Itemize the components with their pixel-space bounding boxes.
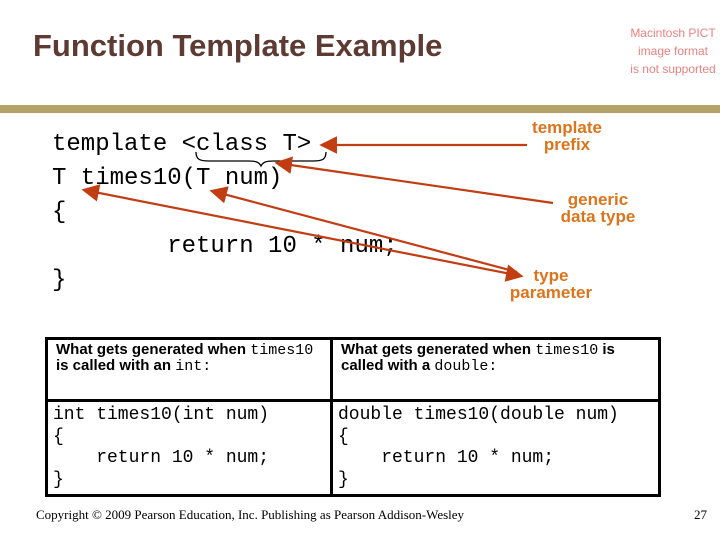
table-column-divider xyxy=(330,340,333,494)
pict-unsupported-notice: Macintosh PICT image format is not suppo… xyxy=(630,26,716,76)
code-cell-int: int times10(int num) { return 10 * num; … xyxy=(53,405,270,490)
table-header-int: What gets generated when times10 is call… xyxy=(48,340,330,374)
label-template-prefix: template prefix xyxy=(532,118,602,154)
header-int-code-2: int: xyxy=(175,358,212,375)
code-block: template <class T> T times10(T num) { re… xyxy=(52,131,398,294)
header-int-text-1: What gets generated when xyxy=(56,341,251,358)
header-int-text-2: is called with an xyxy=(56,357,176,374)
copyright-footer: Copyright © 2009 Pearson Education, Inc.… xyxy=(36,507,465,522)
slide-title: Function Template Example xyxy=(33,28,443,63)
header-double-code-1: times10 xyxy=(535,342,599,359)
generated-code-table: What gets generated when times10 is call… xyxy=(45,337,661,497)
header-int-code-1: times10 xyxy=(250,342,314,359)
header-double-text-1: What gets generated when xyxy=(341,341,536,358)
label-type-parameter: type parameter xyxy=(509,266,593,302)
table-header-double: What gets generated when times10 is call… xyxy=(333,340,658,374)
code-cell-double: double times10(double num) { return 10 *… xyxy=(338,405,619,490)
table-row-divider xyxy=(48,399,658,402)
page-number: 27 xyxy=(694,507,707,522)
label-generic-data-type: generic data type xyxy=(560,190,636,226)
header-double-text-2: is called with a xyxy=(341,341,615,374)
divider-bar xyxy=(0,105,720,113)
header-double-code-2: double: xyxy=(434,358,498,375)
